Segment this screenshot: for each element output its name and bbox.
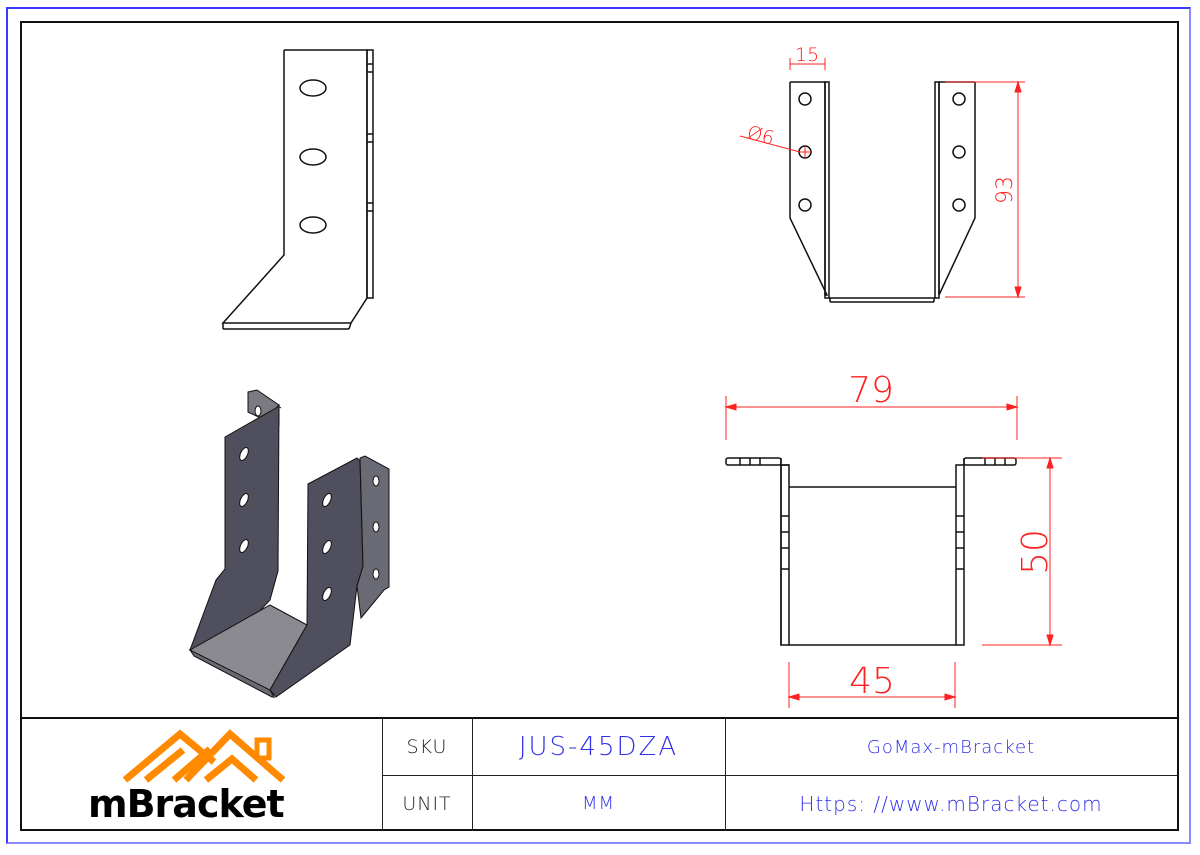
drawing-inner-border bbox=[20, 21, 1179, 831]
roof-logo-icon bbox=[122, 729, 286, 783]
hole-icon bbox=[299, 148, 327, 166]
divider bbox=[382, 775, 1177, 776]
hole-icon bbox=[299, 216, 327, 234]
hole-icon bbox=[299, 79, 327, 97]
unit-label: UNIT bbox=[402, 792, 452, 815]
drawing-outer-border bbox=[6, 7, 1191, 844]
top-view-dimensions bbox=[724, 396, 1062, 708]
sku-value: JUS-45DZA bbox=[518, 732, 679, 762]
front-view bbox=[789, 81, 976, 303]
unit-value: MM bbox=[581, 793, 616, 814]
dim-hole-diameter: Ø6 bbox=[745, 122, 777, 150]
isometric-view bbox=[188, 389, 390, 699]
dim-seat-depth: 50 bbox=[1015, 529, 1056, 575]
dim-flange-width: 15 bbox=[795, 44, 819, 66]
dim-overall-width: 79 bbox=[848, 370, 894, 411]
front-view-dimensions bbox=[739, 58, 1025, 299]
top-view bbox=[725, 457, 1017, 646]
dim-height: 93 bbox=[993, 176, 1018, 204]
dim-inner-width: 45 bbox=[849, 661, 895, 702]
logo: mBracket bbox=[20, 719, 382, 831]
title-block: mBracket SKU JUS-45DZA GoMax-mBracket UN… bbox=[20, 717, 1179, 831]
side-view bbox=[221, 49, 374, 330]
company-name: GoMax-mBracket bbox=[866, 736, 1036, 758]
logo-wordmark: mBracket bbox=[88, 782, 285, 826]
website-link[interactable]: Https: //www.mBracket.com bbox=[799, 791, 1103, 816]
sku-label: SKU bbox=[406, 736, 448, 758]
